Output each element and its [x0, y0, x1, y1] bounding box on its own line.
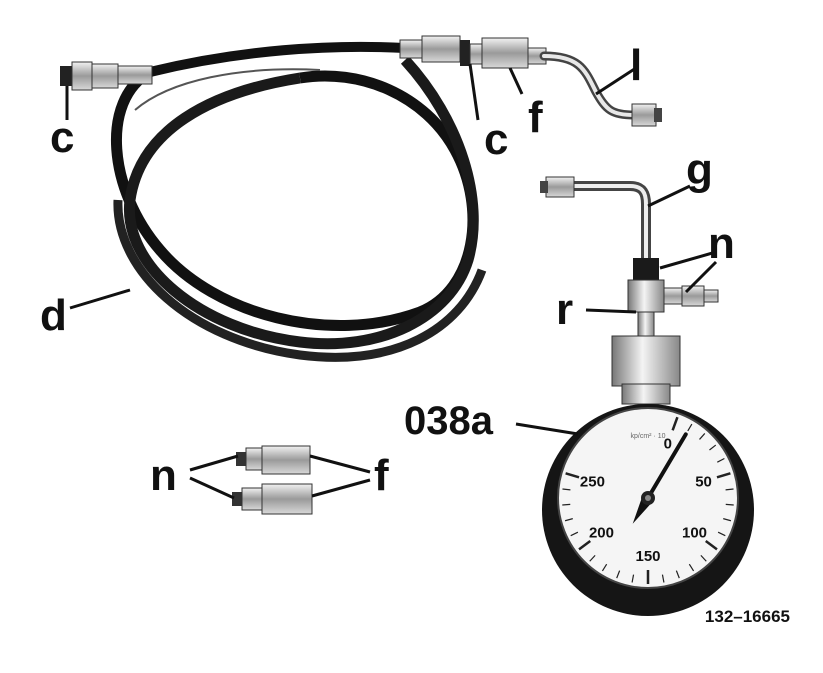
gauge-tick	[562, 488, 571, 491]
label-c-right: c	[484, 115, 508, 164]
gauge-tick	[562, 503, 571, 506]
gauge-tick-labels: 0 50 100 150 200 250	[580, 435, 712, 565]
label-gauge-038a: 038a	[404, 399, 494, 443]
label-n-valve: n	[708, 219, 735, 268]
label-d: d	[40, 291, 67, 340]
gauge-tick	[601, 563, 608, 572]
connecting-line-l	[539, 51, 662, 127]
label-r: r	[556, 285, 573, 334]
connecting-pipe-g	[540, 176, 651, 262]
pressure-gauge: 0 50 100 150 200 250 kp/cm² · 10	[542, 404, 754, 616]
gauge-tick	[631, 574, 635, 583]
gauge-tick	[570, 531, 579, 537]
hose-fitting-right	[399, 35, 547, 69]
gauge-tick	[589, 554, 596, 562]
gauge-tick	[675, 570, 680, 579]
label-l: l	[630, 41, 642, 90]
pressure-hose	[111, 41, 487, 362]
leader-lines	[65, 63, 718, 500]
label-g: g	[686, 145, 713, 194]
gauge-tick	[661, 574, 665, 583]
gauge-tick-label: 100	[682, 525, 707, 542]
gauge-tick	[709, 444, 717, 451]
gauge-tick	[725, 503, 734, 506]
gauge-tick-label: 200	[589, 525, 614, 542]
figure-code: 132–16665	[705, 607, 790, 626]
gauge-tick-label: 0	[664, 435, 672, 452]
gauge-tick	[716, 472, 731, 479]
gauge-tick-label: 150	[635, 548, 660, 565]
gauge-tick	[688, 563, 695, 572]
gauge-tick	[717, 457, 725, 463]
gauge-tick	[725, 488, 734, 491]
gauge-needle	[646, 432, 688, 500]
gauge-tick	[705, 539, 718, 551]
gauge-tick	[564, 518, 573, 522]
gauge-tick	[578, 539, 591, 551]
gauge-fine-print: kp/cm² · 10	[630, 433, 665, 440]
hose-fitting-left	[60, 61, 153, 91]
label-f-top: f	[528, 93, 543, 142]
gauge-tick	[671, 416, 679, 431]
label-c-left: c	[50, 113, 74, 162]
gauge-tick-marks	[562, 416, 734, 584]
gauge-tick-label: 50	[695, 473, 712, 490]
gauge-tick-label: 250	[580, 473, 605, 490]
gauge-tick	[687, 423, 693, 432]
adapter-upper	[236, 445, 311, 475]
label-f-adapters: f	[374, 451, 389, 500]
valve-block	[611, 258, 719, 405]
gauge-tick	[565, 472, 580, 479]
gauge-tick	[723, 518, 732, 522]
gauge-tick	[699, 433, 706, 440]
gauge-tick	[717, 531, 726, 537]
adapter-lower	[232, 483, 313, 515]
gauge-tick	[700, 554, 707, 562]
label-n-adapters: n	[150, 451, 177, 500]
gauge-tick	[616, 570, 621, 579]
